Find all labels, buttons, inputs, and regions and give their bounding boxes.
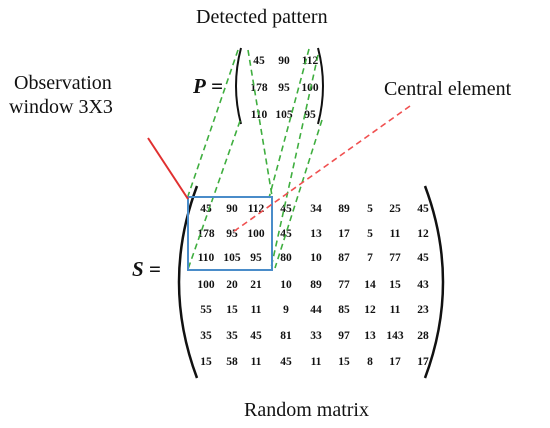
matrix-s-cell-r1-c9: 45	[417, 203, 429, 215]
projection-line-bottom-right	[274, 119, 323, 269]
matrix-p-equals: =	[211, 74, 224, 98]
matrix-s-cell-r3-c9: 45	[417, 252, 429, 264]
matrix-p-letter: P	[193, 74, 206, 98]
matrix-s-cell-r7-c6: 15	[338, 356, 350, 368]
projection-line-top-right	[247, 49, 273, 197]
matrix-s-cell-r4-c1: 100	[197, 279, 215, 291]
matrix-s-symbol: S =	[132, 257, 161, 282]
matrix-s-cell-r4-c4: 10	[280, 279, 292, 291]
matrix-p-cell-r3-c2: 105	[275, 109, 293, 121]
central-element-caption: Central element	[384, 78, 512, 100]
matrix-s-cell-r1-c4: 45	[280, 203, 292, 215]
matrix-p-cell-r1-c1: 45	[253, 55, 265, 67]
matrix-s-cell-r5-c5: 44	[310, 304, 322, 316]
matrix-s-cell-r2-c2: 95	[226, 228, 238, 240]
matrix-s-cell-r1-c1: 45	[200, 203, 212, 215]
matrix-s-cell-r2-c6: 17	[338, 228, 350, 240]
matrix-s-cell-r7-c3: 11	[250, 356, 262, 368]
matrix-s-cell-r2-c5: 13	[310, 228, 322, 240]
observation-window-caption-line2: window 3X3	[9, 96, 113, 118]
matrix-s-cell-r5-c3: 11	[250, 304, 262, 316]
matrix-s-cell-r6-c9: 28	[417, 330, 429, 342]
matrix-s-cell-r4-c2: 20	[226, 279, 238, 291]
matrix-s-cell-r1-c7: 5	[367, 203, 373, 215]
matrix-s-cell-r3-c1: 110	[197, 252, 215, 264]
matrix-p-cell-r1-c2: 90	[278, 55, 290, 67]
matrix-s-cell-r5-c8: 11	[389, 304, 401, 316]
matrix-p-right-bracket	[317, 47, 324, 125]
central-element-pointer	[232, 105, 411, 233]
matrix-s-cell-r4-c3: 21	[250, 279, 262, 291]
matrix-s-cell-r2-c9: 12	[417, 228, 429, 240]
projection-line-right	[270, 54, 319, 269]
matrix-s-right-bracket	[423, 185, 445, 379]
matrix-s-cell-r1-c2: 90	[226, 203, 238, 215]
matrix-s-cell-r3-c6: 87	[338, 252, 350, 264]
matrix-s-cell-r3-c3: 95	[250, 252, 262, 264]
matrix-s-cell-r7-c2: 58	[226, 356, 238, 368]
matrix-s-cell-r5-c6: 85	[338, 304, 350, 316]
observation-window-pointer	[147, 137, 189, 200]
matrix-s-cell-r7-c1: 15	[200, 356, 212, 368]
matrix-s-cell-r5-c4: 9	[283, 304, 289, 316]
matrix-s-equals: =	[148, 257, 161, 281]
observation-window-caption-line1: Observation	[14, 72, 112, 94]
matrix-s-cell-r2-c7: 5	[367, 228, 373, 240]
matrix-s-cell-r3-c7: 7	[367, 252, 373, 264]
matrix-s-cell-r7-c4: 45	[280, 356, 292, 368]
observation-window-box	[187, 196, 273, 271]
matrix-s-cell-r6-c4: 81	[280, 330, 292, 342]
projection-line-top-left	[187, 49, 239, 197]
detected-pattern-caption: Detected pattern	[196, 6, 328, 28]
matrix-s-cell-r4-c5: 89	[310, 279, 322, 291]
matrix-s-cell-r6-c2: 35	[226, 330, 238, 342]
matrix-s-cell-r6-c1: 35	[200, 330, 212, 342]
matrix-s-cell-r3-c8: 77	[389, 252, 401, 264]
matrix-s-cell-r4-c9: 43	[417, 279, 429, 291]
matrix-p-symbol: P =	[193, 74, 223, 99]
matrix-s-cell-r4-c8: 15	[389, 279, 401, 291]
matrix-s-cell-r1-c5: 34	[310, 203, 322, 215]
matrix-s-cell-r3-c4: 80	[280, 252, 292, 264]
matrix-s-cell-r6-c6: 97	[338, 330, 350, 342]
matrix-s-cell-r6-c5: 33	[310, 330, 322, 342]
matrix-s-cell-r2-c1: 178	[197, 228, 215, 240]
matrix-s-cell-r5-c2: 15	[226, 304, 238, 316]
matrix-s-cell-r6-c3: 45	[250, 330, 262, 342]
matrix-s-cell-r6-c8: 143	[386, 330, 404, 342]
matrix-s-cell-r4-c7: 14	[364, 279, 376, 291]
matrix-s-left-bracket	[177, 185, 199, 379]
matrix-s-letter: S	[132, 257, 144, 281]
matrix-p-left-bracket	[235, 47, 242, 125]
matrix-s-cell-r1-c8: 25	[389, 203, 401, 215]
matrix-s-cell-r7-c8: 17	[389, 356, 401, 368]
matrix-s-cell-r3-c5: 10	[310, 252, 322, 264]
random-matrix-caption: Random matrix	[244, 399, 369, 421]
matrix-s-cell-r2-c4: 45	[280, 228, 292, 240]
matrix-s-cell-r1-c6: 89	[338, 203, 350, 215]
matrix-p-cell-r2-c2: 95	[278, 82, 290, 94]
matrix-s-cell-r2-c3: 100	[247, 228, 265, 240]
matrix-s-cell-r5-c9: 23	[417, 304, 429, 316]
projection-line-mid	[268, 48, 310, 199]
matrix-s-cell-r7-c7: 8	[367, 356, 373, 368]
matrix-s-cell-r2-c8: 11	[389, 228, 401, 240]
matrix-s-cell-r7-c5: 11	[310, 356, 322, 368]
matrix-s-cell-r5-c7: 12	[364, 304, 376, 316]
matrix-s-cell-r7-c9: 17	[417, 356, 429, 368]
matrix-s-cell-r5-c1: 55	[200, 304, 212, 316]
matrix-s-cell-r4-c6: 77	[338, 279, 350, 291]
matrix-s-cell-r3-c2: 105	[223, 252, 241, 264]
matrix-s-cell-r6-c7: 13	[364, 330, 376, 342]
matrix-p-cell-r1-c3: 112	[301, 55, 319, 67]
matrix-p-cell-r3-c3: 95	[304, 109, 316, 121]
